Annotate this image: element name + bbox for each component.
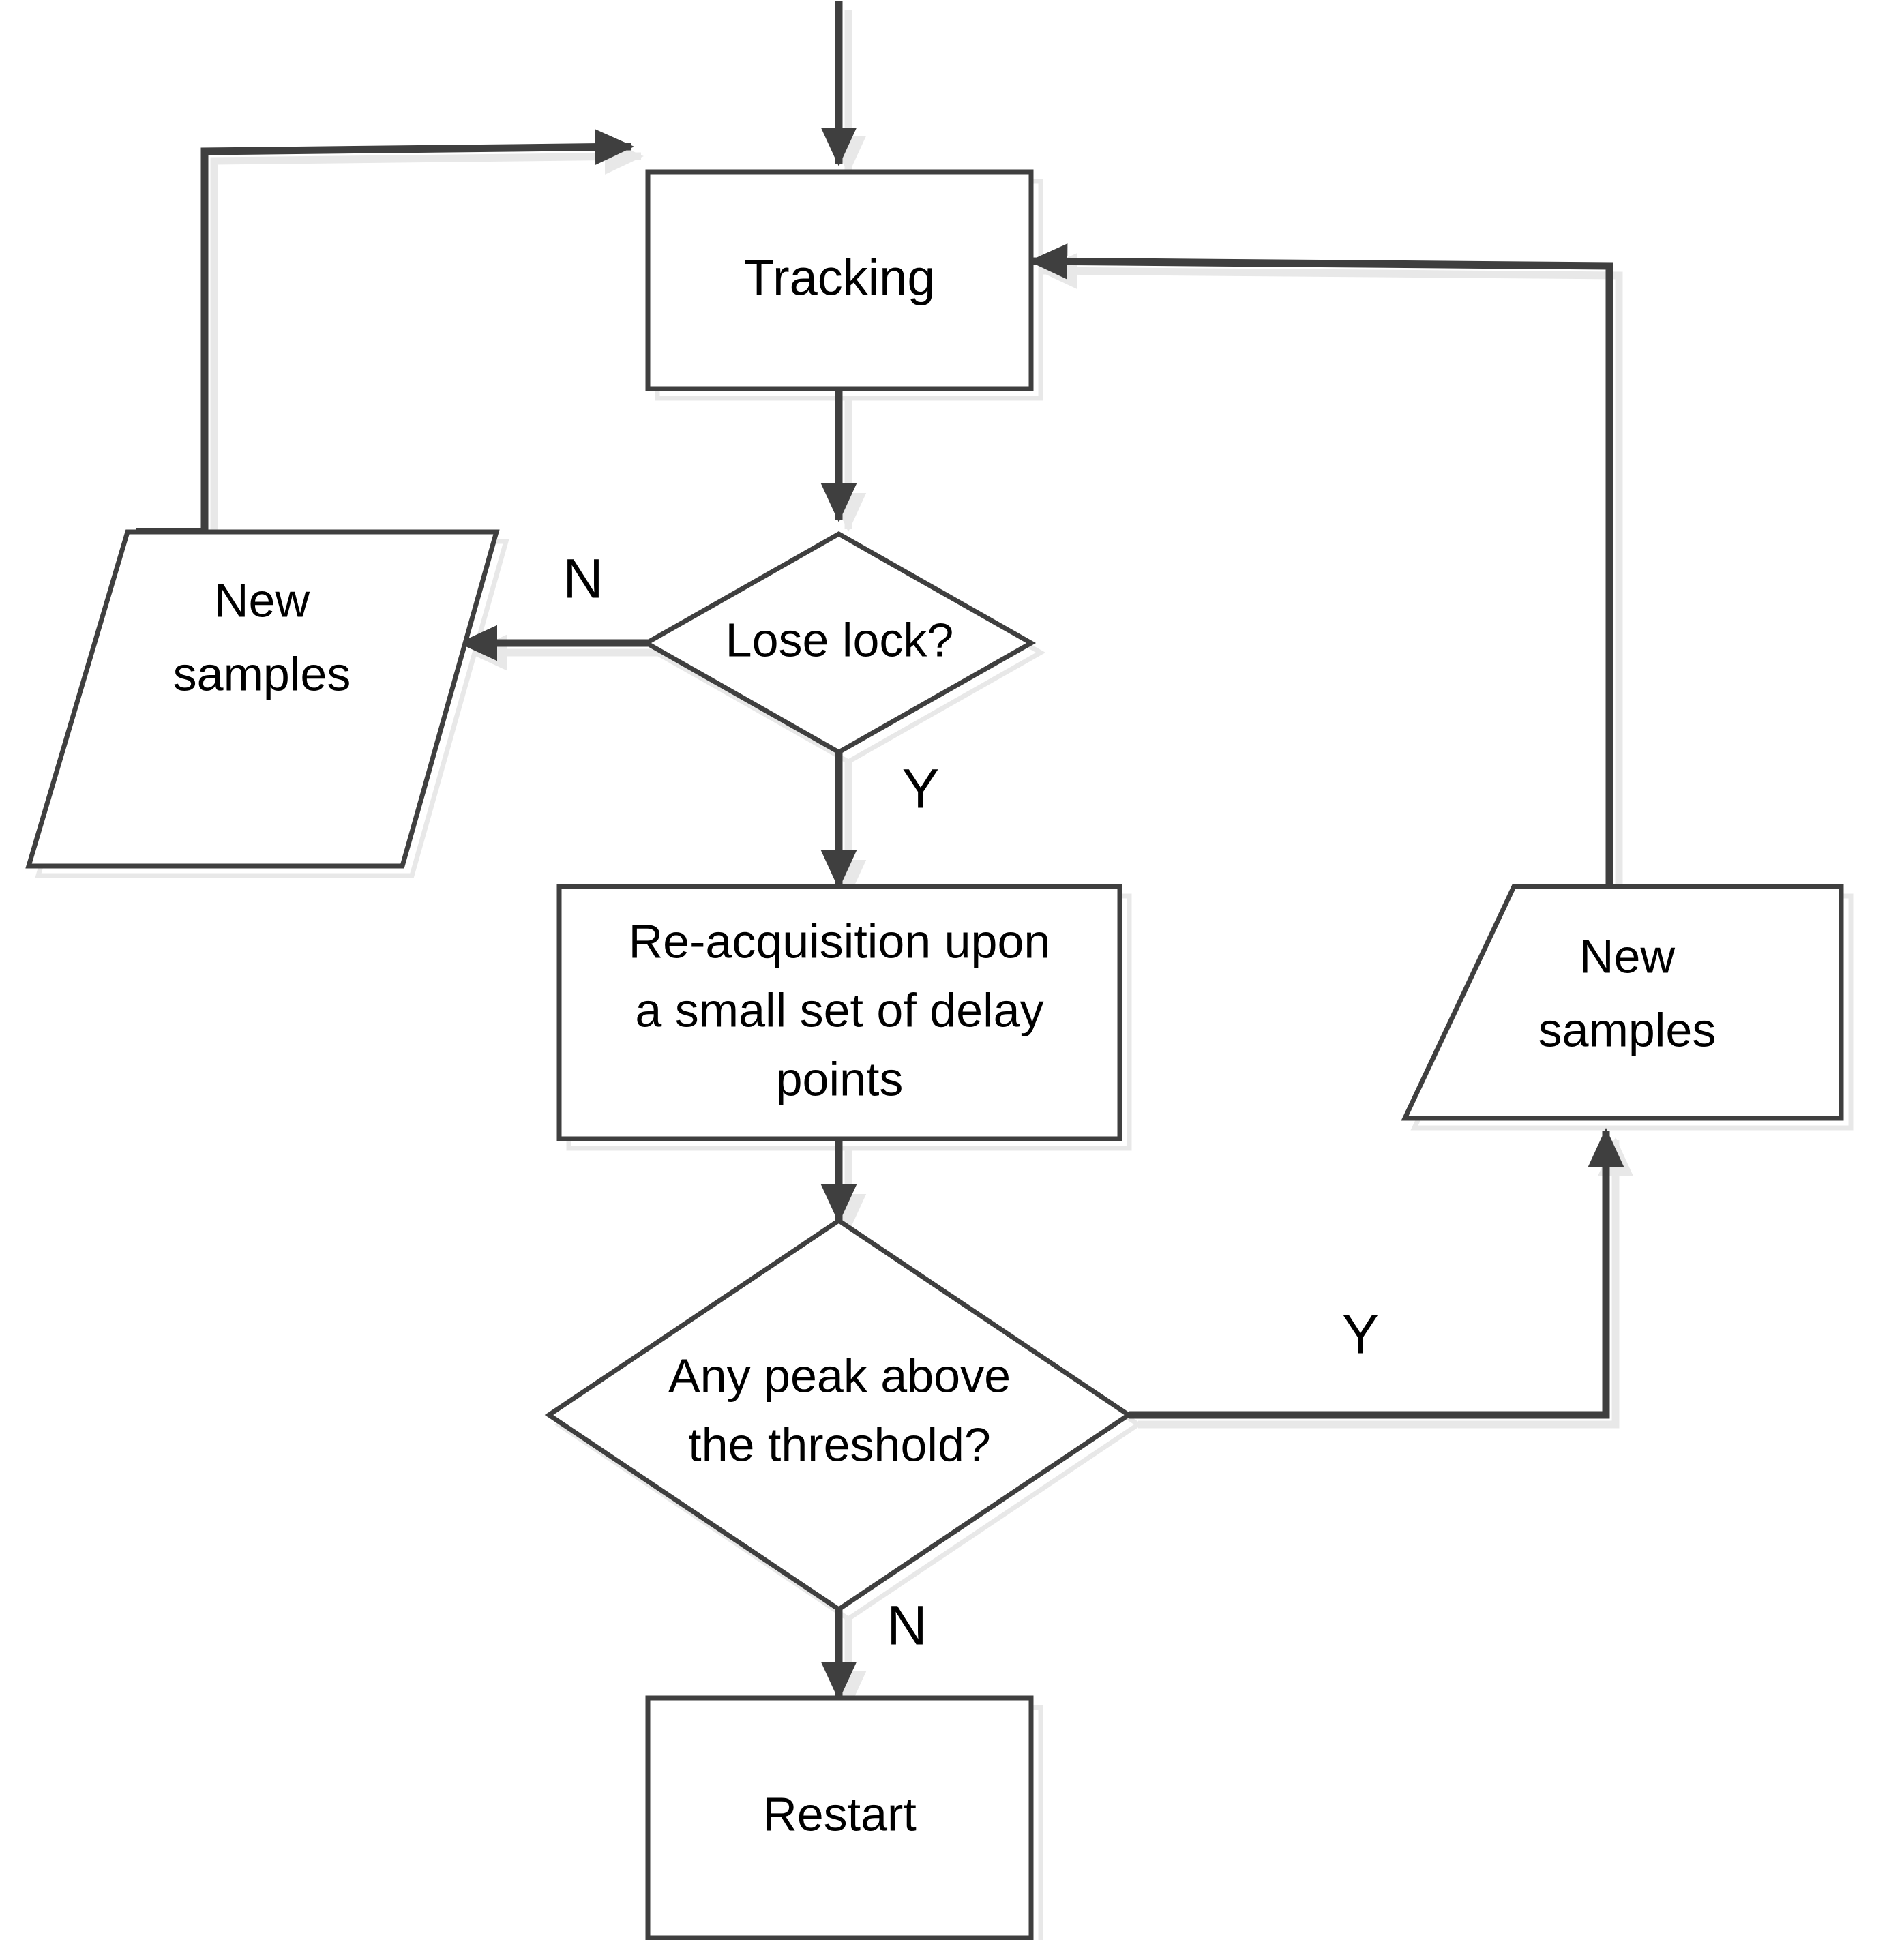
node-restart-label: Restart — [762, 1787, 917, 1840]
node-reacquisition-label-line2: a small set of delay — [635, 983, 1043, 1036]
node-restart-box[interactable] — [645, 1695, 1034, 1940]
node-new-samples-left[interactable]: New samples — [25, 529, 500, 869]
node-new-samples-right-shape[interactable] — [1401, 884, 1844, 1121]
node-tracking-label: Tracking — [743, 250, 935, 306]
edge-label-any-peak-no: N — [887, 1595, 927, 1657]
node-reacquisition-label-line3: points — [776, 1052, 904, 1105]
node-any-peak-label-line2: the threshold? — [688, 1418, 991, 1471]
node-any-peak[interactable]: Any peak above the threshold? — [544, 1217, 1133, 1613]
edge-new-samples-right-to-tracking — [1028, 243, 1613, 886]
edge-label-any-peak-yes: Y — [1342, 1304, 1380, 1366]
node-any-peak-label-line1: Any peak above — [668, 1349, 1011, 1402]
node-reacquisition-label-line1: Re-acquisition upon — [629, 914, 1051, 968]
node-lose-lock[interactable]: Lose lock? — [641, 531, 1037, 756]
node-lose-lock-diamond[interactable] — [641, 531, 1037, 756]
node-new-samples-right[interactable]: New samples — [1401, 884, 1844, 1121]
node-new-samples-left-label-line2: samples — [173, 647, 351, 700]
edge-label-lose-lock-no: N — [563, 548, 603, 610]
edge-any-peak-yes-to-new-samples-right — [1129, 1127, 1624, 1419]
node-lose-lock-label: Lose lock? — [726, 613, 954, 666]
node-reacquisition-box[interactable] — [556, 884, 1122, 1141]
node-new-samples-left-label-line1: New — [214, 573, 310, 627]
node-reacquisition[interactable]: Re-acquisition upon a small set of delay… — [556, 884, 1122, 1141]
node-new-samples-right-label-line1: New — [1579, 929, 1675, 983]
node-any-peak-diamond[interactable] — [544, 1217, 1133, 1613]
edge-label-lose-lock-yes: Y — [902, 758, 940, 820]
node-tracking[interactable]: Tracking — [645, 169, 1034, 391]
node-new-samples-left-shape[interactable] — [25, 529, 500, 869]
node-restart[interactable]: Restart — [645, 1695, 1034, 1940]
node-tracking-box[interactable] — [645, 169, 1034, 391]
node-new-samples-right-label-line2: samples — [1538, 1003, 1716, 1056]
